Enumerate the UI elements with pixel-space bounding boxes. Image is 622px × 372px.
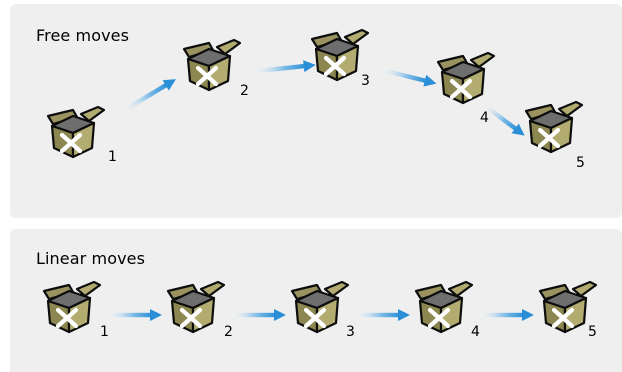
free-box-3-label: 3 — [361, 73, 370, 89]
free-arrow-1-2 — [126, 79, 177, 110]
linear-moves-title: Linear moves — [36, 249, 146, 268]
linear-box-1: 1 — [44, 282, 109, 340]
linear-box-3: 3 — [292, 282, 355, 340]
box-icon — [168, 282, 224, 332]
linear-arrow-1-2 — [112, 309, 162, 321]
free-box-4: 4 — [438, 53, 494, 126]
linear-box-2-label: 2 — [224, 324, 233, 340]
linear-box-1-label: 1 — [100, 324, 109, 340]
free-moves-title: Free moves — [36, 26, 130, 45]
free-box-3: 3 — [312, 30, 370, 89]
free-box-1-label: 1 — [108, 149, 117, 165]
linear-arrow-4-5 — [484, 309, 534, 321]
box-icon — [416, 282, 472, 332]
free-arrow-2-3 — [257, 60, 316, 74]
free-box-2: 2 — [184, 40, 249, 99]
linear-box-5: 5 — [540, 282, 597, 340]
linear-arrow-3-4 — [360, 309, 410, 321]
box-icon — [184, 40, 240, 90]
box-icon — [438, 53, 494, 103]
box-icon — [44, 282, 100, 332]
free-arrow-4-5 — [486, 106, 525, 136]
box-icon — [48, 107, 104, 157]
linear-box-5-label: 5 — [588, 324, 597, 340]
linear-box-3-label: 3 — [346, 324, 355, 340]
linear-arrows — [112, 309, 534, 321]
linear-box-4: 4 — [416, 282, 480, 340]
free-box-2-label: 2 — [240, 83, 249, 99]
free-box-4-label: 4 — [480, 110, 489, 126]
linear-box-2: 2 — [168, 282, 233, 340]
free-box-5: 5 — [526, 102, 585, 171]
free-arrow-3-4 — [385, 68, 437, 87]
box-icon — [312, 30, 368, 80]
free-box-1: 1 — [48, 107, 117, 165]
free-box-5-label: 5 — [576, 155, 585, 171]
box-icon — [292, 282, 348, 332]
free-arrows — [126, 60, 525, 136]
linear-arrow-2-3 — [236, 309, 286, 321]
linear-box-4-label: 4 — [471, 324, 480, 340]
box-icon — [526, 102, 582, 152]
